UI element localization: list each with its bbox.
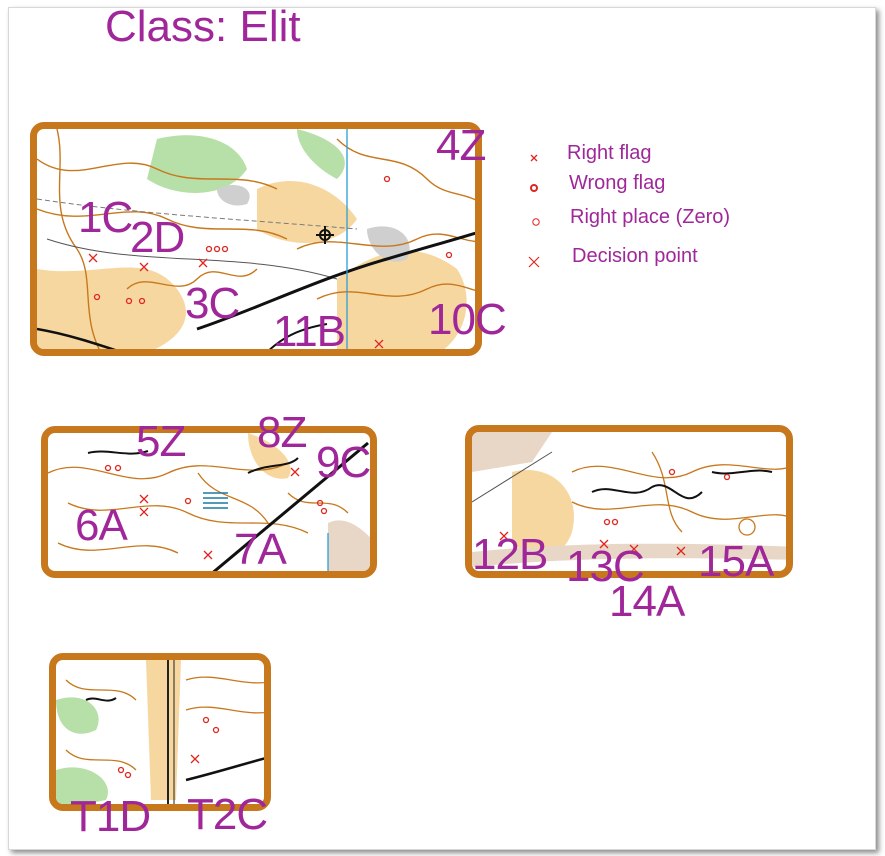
map-section-4	[49, 653, 271, 811]
control-label-15a: 15A	[698, 537, 774, 586]
control-label-2d: 2D	[130, 213, 185, 262]
wrong-flag-icon	[530, 184, 538, 192]
page-title: Class: Elit	[105, 2, 301, 51]
control-label-13c: 13C	[566, 542, 645, 591]
control-label-12b: 12B	[472, 530, 548, 579]
map-section-2	[41, 426, 377, 578]
control-label-8z: 8Z	[257, 408, 307, 457]
control-label-9c: 9C	[316, 438, 371, 487]
control-label-t1d: T1D	[70, 792, 151, 841]
map-section-3	[465, 425, 793, 578]
map-section-3-drawing	[472, 432, 786, 567]
map-section-2-drawing	[48, 433, 370, 571]
legend-label-decision-point: Decision point	[572, 245, 698, 267]
control-label-3c: 3C	[185, 279, 240, 328]
control-label-6a: 6A	[75, 501, 128, 550]
map-section-4-drawing	[56, 660, 264, 804]
legend-label-wrong-flag: Wrong flag	[569, 172, 666, 194]
legend-label-right-flag: Right flag	[567, 142, 652, 164]
control-label-14a: 14A	[609, 577, 685, 626]
control-label-t2c: T2C	[187, 790, 268, 839]
control-label-4z: 4Z	[436, 121, 486, 170]
control-label-10c: 10C	[428, 295, 507, 344]
legend-label-right-place: Right place (Zero)	[570, 206, 731, 228]
right-place-icon	[532, 218, 540, 226]
control-label-5z: 5Z	[136, 417, 186, 466]
control-label-7a: 7A	[234, 525, 287, 574]
decision-point-icon	[528, 256, 540, 268]
control-label-11b: 11B	[273, 307, 346, 356]
control-label-1c: 1C	[78, 193, 133, 242]
right-flag-icon	[530, 154, 538, 162]
map-section-1-drawing	[37, 129, 475, 349]
map-section-1	[30, 122, 482, 356]
